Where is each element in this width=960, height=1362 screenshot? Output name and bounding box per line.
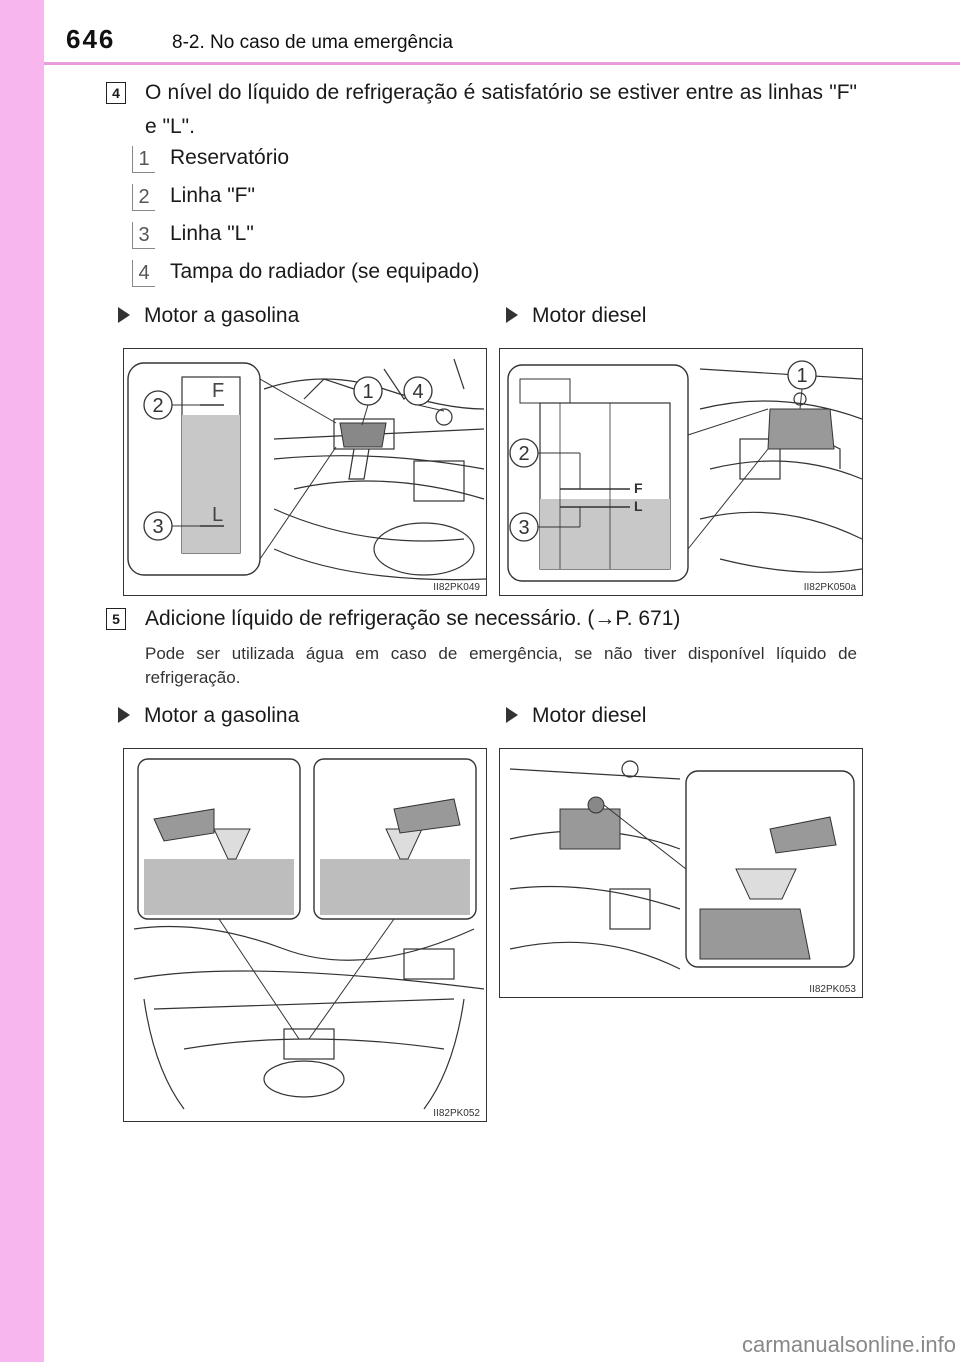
legend-number: 3	[132, 222, 155, 249]
figure-add-coolant-gasoline: II82PK052	[123, 748, 487, 1122]
engine-illustration	[133, 758, 485, 1110]
figure-coolant-level-diesel: F L 2 3 1 II82PK050a	[499, 348, 863, 596]
legend-number: 2	[132, 184, 155, 211]
step-4-text: O nível do líquido de refrigeração é sat…	[145, 81, 857, 138]
subheading-gasoline: Motor a gasolina	[118, 304, 299, 328]
callout-label: 2	[152, 395, 163, 417]
callout-circle	[143, 390, 173, 420]
subheading-label: Motor diesel	[532, 304, 647, 327]
legend-label: Linha "L"	[170, 222, 254, 245]
l-mark-label: L	[212, 504, 223, 526]
subheading-gasoline: Motor a gasolina	[118, 704, 299, 728]
f-mark-label: F	[634, 480, 643, 496]
step-number-badge: 4	[106, 82, 126, 104]
callout-label: 2	[518, 443, 529, 465]
legend-label: Tampa do radiador (se equipado)	[170, 260, 480, 283]
step-5-note: Pode ser utilizada água em caso de emerg…	[145, 644, 857, 687]
page-header: 646 8-2. No caso de uma emergência	[44, 0, 960, 65]
header-divider	[44, 62, 960, 65]
subheading-label: Motor diesel	[532, 704, 647, 727]
triangle-bullet-icon	[118, 307, 130, 323]
triangle-bullet-icon	[506, 707, 518, 723]
legend-label: Linha "F"	[170, 184, 255, 207]
side-tab-bar	[0, 0, 44, 1362]
step-5-text: Adicione líquido de refrigeração se nece…	[145, 607, 681, 630]
step-number-badge: 5	[106, 608, 126, 630]
subheading-label: Motor a gasolina	[144, 304, 300, 327]
engine-illustration	[509, 760, 855, 970]
page-number: 646	[66, 24, 116, 54]
figure-code: II82PK049	[433, 582, 480, 593]
triangle-bullet-icon	[118, 707, 130, 723]
figure-coolant-level-gasoline: F L 2 3 1 4 II82PK049	[123, 348, 487, 596]
figure-code: II82PK050a	[803, 582, 856, 593]
legend-number: 1	[132, 146, 155, 173]
engine-illustration: F L 2 3 1 4	[127, 358, 486, 581]
watermark: carmanualsonline.info	[741, 1332, 956, 1357]
subheading-diesel: Motor diesel	[506, 704, 646, 728]
section-title: 8-2. No caso de uma emergência	[172, 32, 453, 53]
callout-label: 1	[796, 365, 807, 387]
triangle-bullet-icon	[506, 307, 518, 323]
figure-code: II82PK053	[809, 984, 856, 995]
figure-add-coolant-diesel: II82PK053	[499, 748, 863, 998]
legend-number: 4	[132, 260, 155, 287]
callout-label: 4	[412, 381, 423, 403]
subheading-label: Motor a gasolina	[144, 704, 300, 727]
callout-label: 3	[152, 516, 163, 538]
callout-circle	[143, 511, 173, 541]
engine-illustration: F L 2 3 1	[507, 360, 862, 582]
callout-circle	[509, 512, 539, 542]
subheading-diesel: Motor diesel	[506, 304, 646, 328]
figure-code: II82PK052	[433, 1108, 480, 1119]
callout-label: 3	[518, 517, 529, 539]
f-mark-label: F	[212, 380, 224, 402]
legend-label: Reservatório	[170, 146, 290, 169]
callout-circle	[509, 438, 539, 468]
l-mark-label: L	[634, 498, 643, 514]
callout-label: 1	[362, 381, 373, 403]
